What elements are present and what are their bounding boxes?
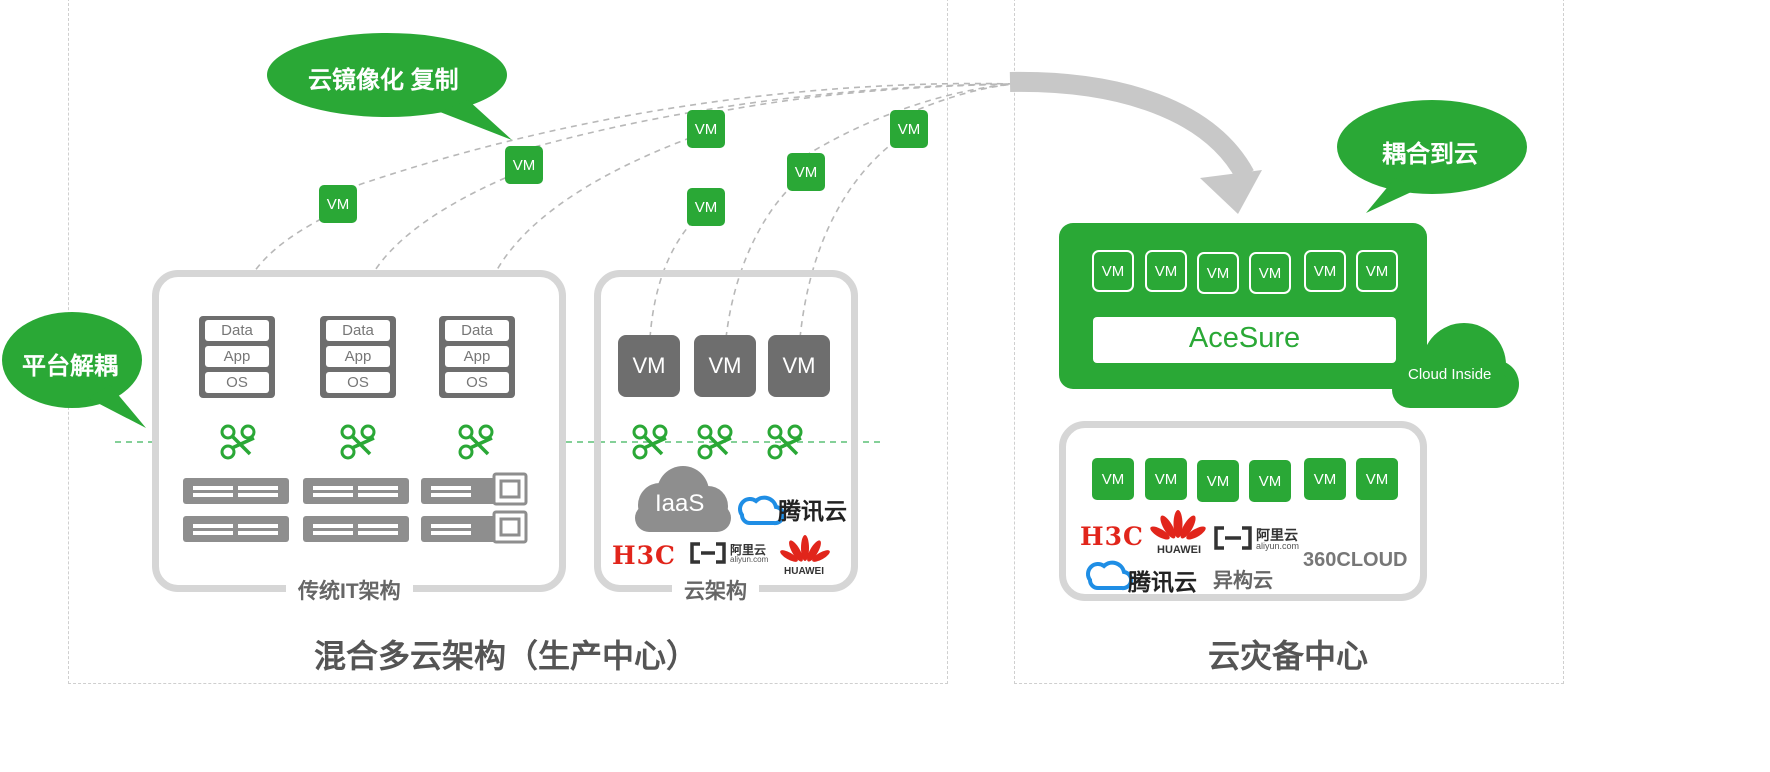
dr-vendors-box <box>1059 421 1427 601</box>
vm-badge: VM <box>687 110 725 148</box>
bubble-couple-text: 耦合到云 <box>1382 141 1478 168</box>
acesure-box <box>1059 223 1427 389</box>
vm-badge: VM <box>1249 460 1291 502</box>
aliyun-logo-sub: aliyun.com <box>730 555 769 564</box>
vm-badge: VM <box>1145 458 1187 500</box>
tencent-logo-text: 腾讯云 <box>778 498 847 524</box>
h3c-logo: H3C <box>1080 522 1144 551</box>
scissors-icon <box>458 424 494 460</box>
app-stack: Data App OS <box>439 316 515 398</box>
vm-badge: VM <box>1356 250 1398 292</box>
vm-badge: VM <box>1304 250 1346 292</box>
tencent-logo-text: 腾讯云 <box>1128 569 1197 595</box>
vm-badge: VM <box>1197 460 1239 502</box>
scissors-icon <box>340 424 376 460</box>
server-rack-icon <box>183 478 513 542</box>
vm-badge: VM <box>319 185 357 223</box>
hetero-cloud-label: 异构云 <box>1213 570 1273 592</box>
dr-section-title: 云灾备中心 <box>1208 638 1369 674</box>
dr-panel <box>1014 0 1564 684</box>
aliyun-icon <box>690 526 1252 564</box>
vm-badge: VM <box>1092 250 1134 292</box>
arrow-head-icon <box>1200 170 1262 214</box>
traditional-it-label: 传统IT架构 <box>286 575 413 605</box>
vm-badge: VM <box>890 110 928 148</box>
cloud-inside-label: Cloud Inside <box>1408 366 1492 383</box>
cloud-vm: VM <box>768 335 830 397</box>
bubble-mirror-text: 云镜像化 复制 <box>308 67 459 94</box>
cloud360-logo: 360CLOUD <box>1303 549 1408 571</box>
cloud-vm: VM <box>694 335 756 397</box>
vm-badge: VM <box>1356 458 1398 500</box>
bubble-decouple-text: 平台解耦 <box>22 353 118 380</box>
vm-badge: VM <box>787 153 825 191</box>
vm-badge: VM <box>687 188 725 226</box>
scissors-icon <box>220 424 256 460</box>
acesure-bar <box>1093 317 1396 363</box>
h3c-logo: H3C <box>612 541 676 570</box>
app-stack: Data App OS <box>199 316 275 398</box>
huawei-flower-icon <box>780 510 1206 562</box>
hybrid-section-title: 混合多云架构（生产中心） <box>314 638 699 674</box>
arrow-body <box>1009 71 1254 181</box>
acesure-name: AceSure <box>1188 322 1301 354</box>
aliyun-logo-sub: aliyun.com <box>1256 541 1300 551</box>
tencent-cloud-icon <box>738 495 1134 591</box>
huawei-logo-text: HUAWEI <box>1157 544 1201 556</box>
bubble-couple-shape <box>1337 100 1527 194</box>
vm-badge: VM <box>1249 252 1291 294</box>
cloud-vm: VM <box>618 335 680 397</box>
vm-badge: VM <box>505 146 543 184</box>
vm-badge: VM <box>1304 458 1346 500</box>
huawei-logo-text: HUAWEI <box>784 566 824 577</box>
aliyun-logo-text: 阿里云 <box>1256 527 1298 543</box>
vm-badge: VM <box>1197 252 1239 294</box>
bubble-decouple-shape <box>2 312 142 408</box>
bubble-mirror-shape <box>267 33 507 117</box>
cloud-arch-label: 云架构 <box>672 575 759 605</box>
iaas-label: IaaS <box>655 490 705 517</box>
aliyun-logo-text: 阿里云 <box>730 543 767 557</box>
vm-badge: VM <box>1145 250 1187 292</box>
vm-badge: VM <box>1092 458 1134 500</box>
iaas-cloud-shape <box>635 466 731 532</box>
app-stack: Data App OS <box>320 316 396 398</box>
